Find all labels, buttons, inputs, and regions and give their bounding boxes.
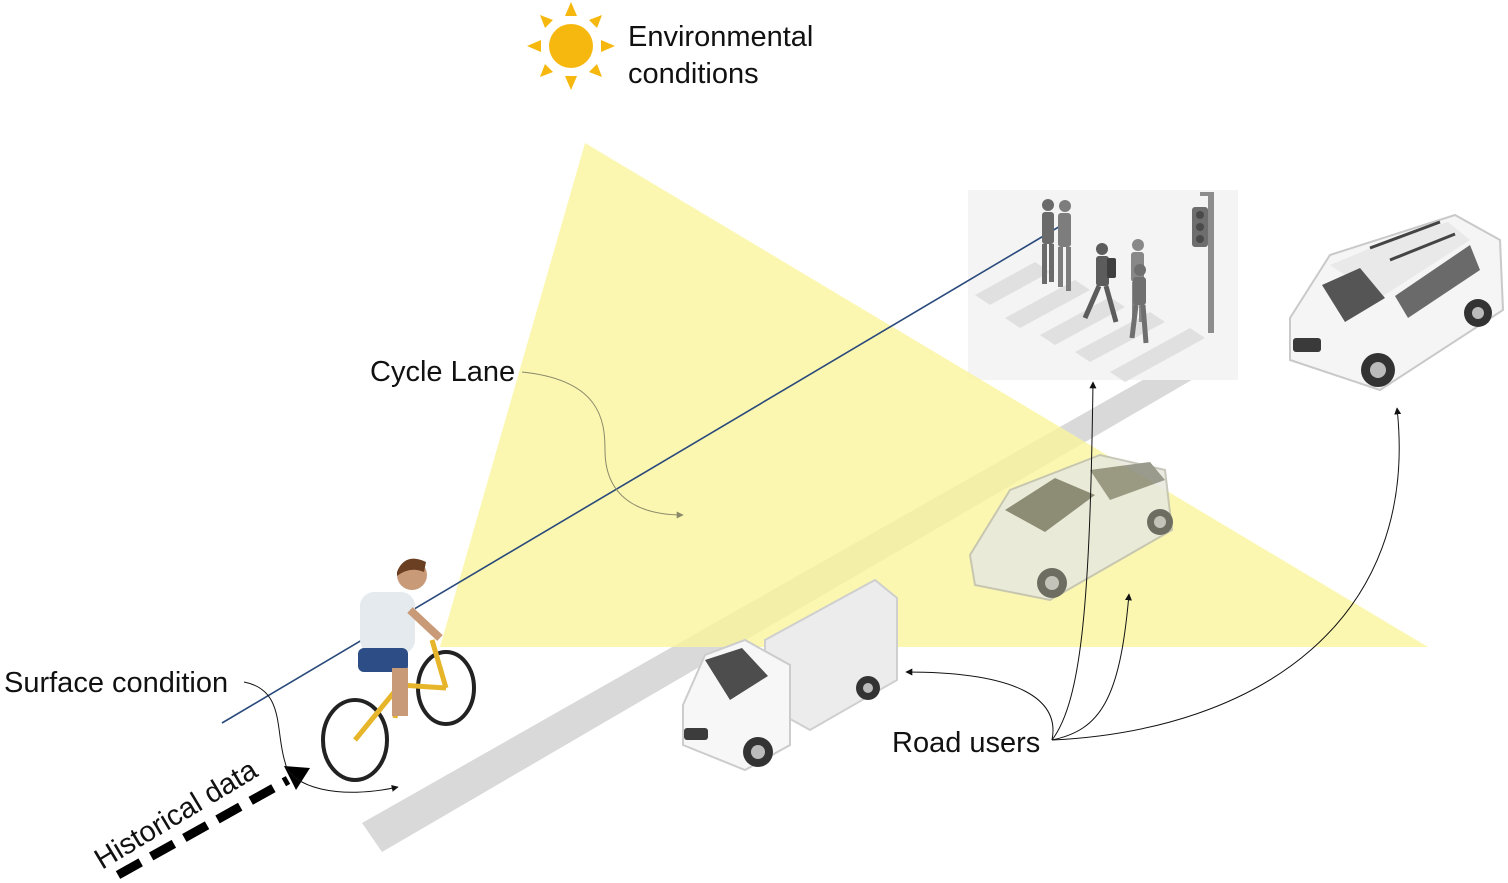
suv-illustration — [1289, 213, 1505, 392]
cyclist-illustration — [321, 558, 476, 782]
connector-curves — [243, 371, 1402, 793]
cycle-lane-connector — [521, 371, 684, 519]
surface-condition-label: Surface condition — [4, 667, 228, 699]
road-users-to-pedestrians — [1051, 381, 1097, 741]
box-truck-illustration — [682, 578, 898, 772]
road-users-to-truck — [905, 668, 1054, 741]
pedestrian-group-illustration — [1042, 199, 1149, 344]
traffic-light-icon — [1192, 192, 1214, 333]
sun-icon — [527, 2, 615, 90]
historical-data-label: Historical data — [89, 753, 264, 876]
environmental-conditions-label-line2: conditions — [628, 58, 759, 90]
surface-condition-connector — [243, 681, 399, 793]
road-users-to-sedan — [1051, 593, 1132, 741]
cycle-lane-label: Cycle Lane — [370, 356, 515, 388]
field-of-view — [440, 143, 1428, 647]
road-users-label: Road users — [892, 727, 1040, 759]
environmental-conditions-label-line1: Environmental — [628, 21, 813, 53]
sedan-illustration — [968, 453, 1174, 602]
road-users-to-suv — [1051, 407, 1402, 741]
historical-data-arrow — [115, 766, 310, 879]
